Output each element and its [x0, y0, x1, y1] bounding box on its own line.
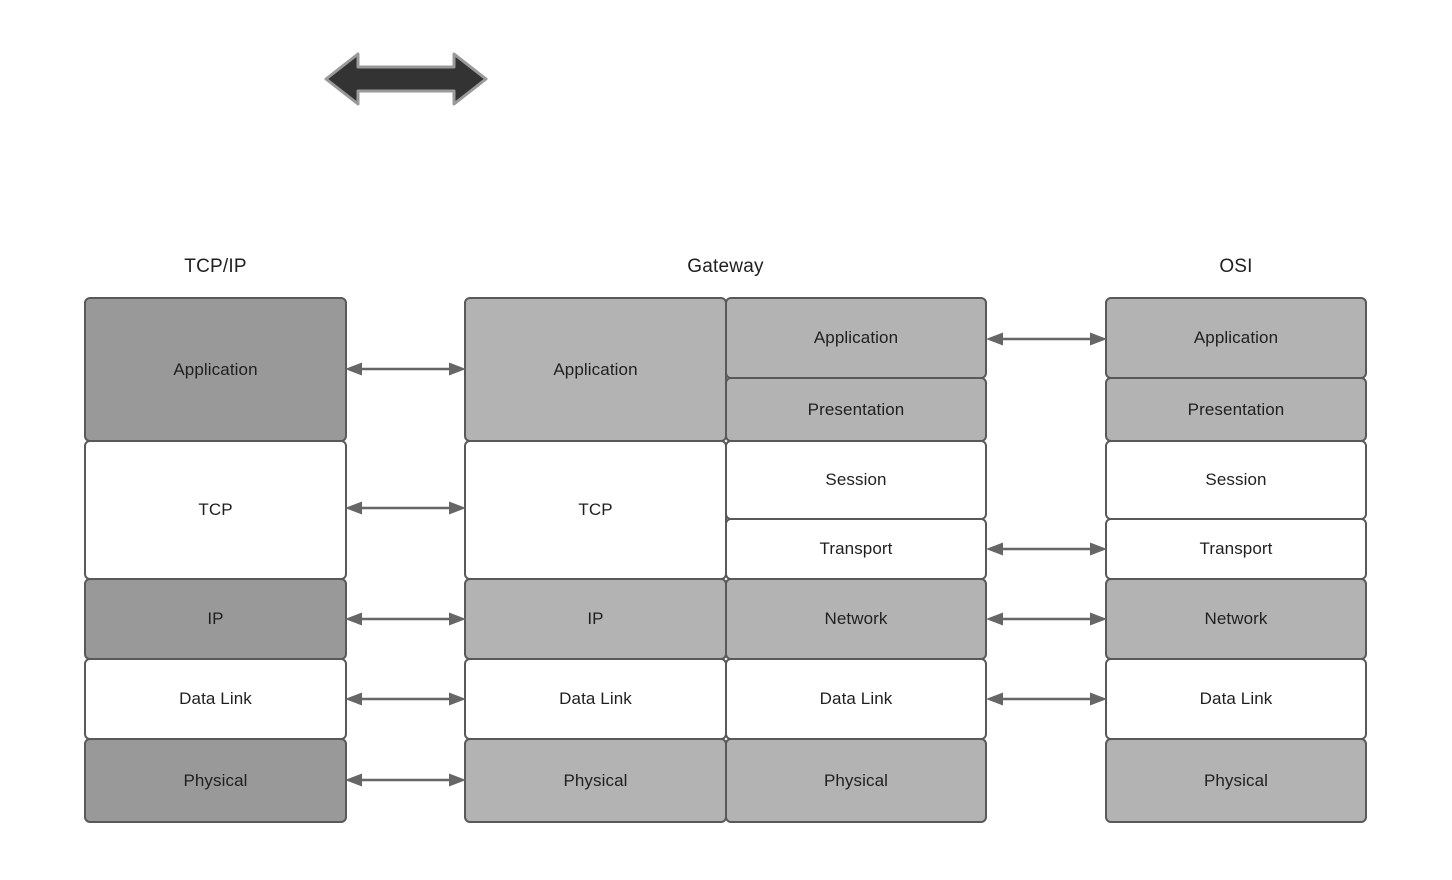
layer-label: IP	[587, 609, 604, 628]
layer-label: Session	[825, 470, 887, 489]
connector-gateway-application-osi-application	[986, 331, 1107, 347]
layer-label: Data Link	[819, 689, 893, 708]
layer-label: Presentation	[807, 399, 905, 419]
osi-layer-network[interactable]: Network	[1105, 578, 1367, 660]
layer-label: Session	[1205, 470, 1267, 489]
osi-layer-session[interactable]: Session	[1105, 440, 1367, 520]
connector-tcpip-tcp-gateway-tcp	[345, 500, 466, 516]
layer-label: IP	[207, 609, 224, 628]
gateway-osi-layer-session[interactable]: Session	[725, 440, 987, 520]
connector-gateway-data-link-osi-data-link	[986, 691, 1107, 707]
layer-label: Physical	[563, 770, 628, 790]
connector-tcpip-application-gateway-application	[345, 361, 466, 377]
gateway-layer-tcp[interactable]: TCP	[464, 440, 727, 580]
gateway-layer-ip[interactable]: IP	[464, 578, 727, 660]
connector-tcpip-physical-gateway-physical	[345, 772, 466, 788]
osi-layer-physical[interactable]: Physical	[1105, 738, 1367, 823]
connector-tcpip-ip-gateway-ip	[345, 611, 466, 627]
bidirectional-arrow-icon	[322, 50, 490, 108]
layer-label: Physical	[823, 770, 889, 790]
layer-label: Transport	[819, 539, 893, 558]
tcpip-layer-physical[interactable]: Physical	[84, 738, 347, 823]
osi-layer-data-link[interactable]: Data Link	[1105, 658, 1367, 740]
column-title-tcpip: TCP/IP	[184, 256, 247, 277]
layer-label: Transport	[1199, 539, 1273, 558]
gateway-layer-physical[interactable]: Physical	[464, 738, 727, 823]
tcpip-layer-application[interactable]: Application	[84, 297, 347, 442]
gateway-osi-layer-data-link[interactable]: Data Link	[725, 658, 987, 740]
column-title-gateway: Gateway	[687, 256, 764, 277]
layer-label: Data Link	[1199, 689, 1273, 708]
gateway-osi-layer-network[interactable]: Network	[725, 578, 987, 660]
layer-label: TCP	[578, 500, 613, 519]
layer-label: Network	[824, 609, 888, 628]
connector-gateway-network-osi-network	[986, 611, 1107, 627]
osi-layer-application[interactable]: Application	[1105, 297, 1367, 379]
layer-label: Physical	[183, 770, 248, 790]
layer-label: Network	[1204, 609, 1268, 628]
gateway-osi-layer-physical[interactable]: Physical	[725, 738, 987, 823]
column-title-osi: OSI	[1219, 256, 1253, 277]
layer-label: TCP	[198, 500, 233, 519]
osi-layer-presentation[interactable]: Presentation	[1105, 377, 1367, 442]
gateway-osi-layer-transport[interactable]: Transport	[725, 518, 987, 580]
gateway-osi-layer-presentation[interactable]: Presentation	[725, 377, 987, 442]
connector-tcpip-data-link-gateway-data-link	[345, 691, 466, 707]
layer-label: Data Link	[179, 689, 252, 708]
layer-label: Data Link	[559, 689, 632, 708]
tcpip-layer-data-link[interactable]: Data Link	[84, 658, 347, 740]
gateway-layer-data-link[interactable]: Data Link	[464, 658, 727, 740]
osi-layer-transport[interactable]: Transport	[1105, 518, 1367, 580]
layer-label: Physical	[1203, 770, 1269, 790]
layer-label: Presentation	[1187, 399, 1285, 419]
tcpip-layer-ip[interactable]: IP	[84, 578, 347, 660]
layer-label: Application	[173, 359, 258, 379]
connector-gateway-transport-osi-transport	[986, 541, 1107, 557]
layer-label: Application	[553, 359, 638, 379]
gateway-layer-application[interactable]: Application	[464, 297, 727, 442]
gateway-osi-layer-application[interactable]: Application	[725, 297, 987, 379]
tcpip-layer-tcp[interactable]: TCP	[84, 440, 347, 580]
layer-label: Application	[1193, 328, 1279, 347]
layer-label: Application	[813, 328, 899, 347]
